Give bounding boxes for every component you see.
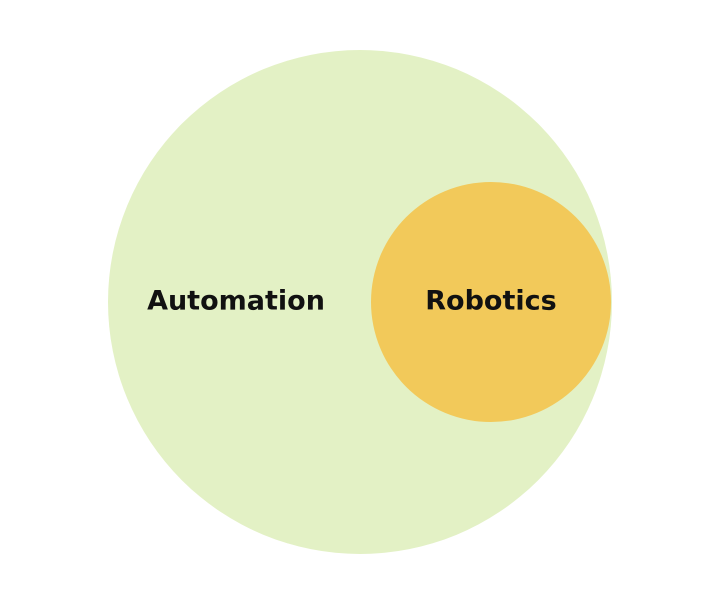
robotics-circle bbox=[371, 182, 611, 422]
automation-circle bbox=[108, 50, 612, 554]
automation-label: Automation bbox=[147, 286, 325, 317]
robotics-label: Robotics bbox=[425, 286, 556, 317]
